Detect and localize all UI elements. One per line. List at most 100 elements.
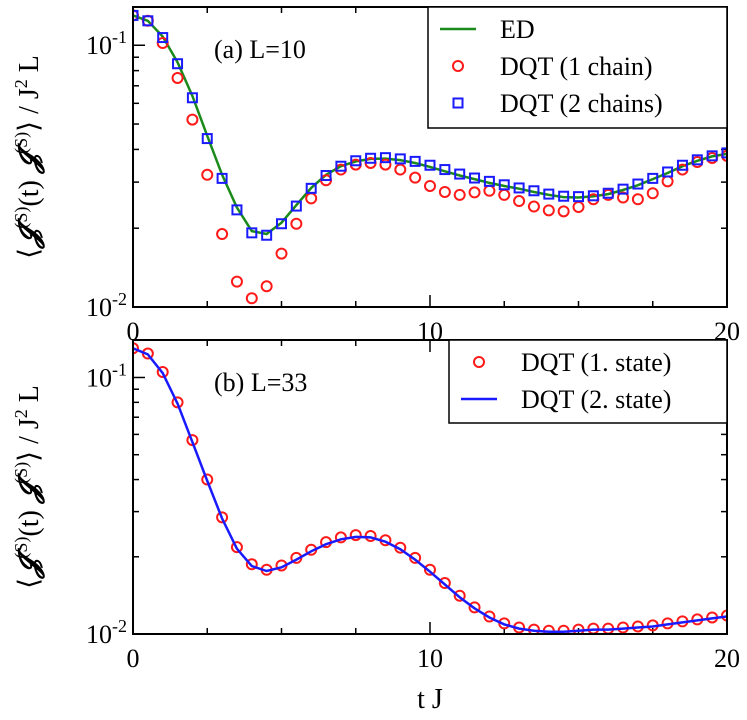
data-point — [156, 366, 169, 379]
data-point — [216, 511, 229, 524]
data-point — [513, 195, 526, 208]
data-point — [186, 113, 199, 126]
data-point — [349, 529, 362, 542]
data-point — [721, 609, 727, 622]
legend-symbol — [452, 60, 464, 72]
legend: DQT (1. state) DQT (2. state) — [448, 339, 728, 424]
legend-label: DQT (1. state) — [521, 348, 671, 377]
data-point — [572, 201, 585, 214]
data-point — [394, 163, 407, 176]
data-point — [290, 200, 302, 212]
x-tick-label: 0 — [127, 644, 140, 673]
data-point — [573, 191, 584, 203]
data-point — [201, 133, 213, 145]
legend: ED DQT (1 chain) DQT (2 chains) — [427, 6, 728, 129]
data-point — [469, 172, 481, 184]
legend-entry-dqt-2-state: DQT (2. state) — [461, 385, 671, 414]
data-point — [201, 473, 214, 486]
legend-label: DQT (2 chains) — [500, 89, 663, 118]
data-point — [133, 342, 139, 355]
legend-label: DQT (2. state) — [521, 385, 671, 414]
panel-label: (b) L=33 — [214, 368, 307, 397]
data-point — [246, 227, 258, 239]
data-point — [305, 182, 317, 194]
data-point — [186, 92, 198, 104]
data-point — [365, 152, 377, 164]
data-point — [483, 175, 495, 187]
data-point — [602, 187, 614, 199]
data-point — [335, 160, 347, 172]
data-point — [260, 280, 273, 293]
y-axis-title: ⟨𝓙(S)(t) 𝓙(S)⟩ / J2 L — [11, 385, 45, 589]
x-tick-label: 20 — [714, 644, 740, 673]
data-point — [498, 188, 511, 201]
data-point — [424, 159, 436, 171]
data-point — [394, 153, 406, 165]
data-point — [557, 205, 570, 218]
data-point — [230, 275, 243, 288]
data-point — [275, 247, 288, 260]
data-point — [454, 168, 466, 180]
data-point — [230, 541, 243, 554]
legend-box — [448, 339, 728, 424]
legend-symbol — [452, 97, 464, 109]
legend-symbol — [473, 356, 485, 368]
legend-label: DQT (1 chain) — [500, 52, 653, 81]
data-point — [133, 9, 139, 21]
data-point — [468, 601, 481, 614]
data-point — [453, 188, 466, 201]
data-point — [587, 190, 599, 202]
data-point — [661, 175, 674, 188]
data-point — [528, 185, 540, 197]
data-point — [543, 188, 555, 200]
y-tick-label: 10-1 — [86, 27, 127, 60]
data-point — [231, 204, 243, 216]
data-point — [201, 168, 214, 181]
data-point — [409, 155, 421, 167]
data-point — [483, 184, 496, 197]
data-point — [409, 171, 422, 184]
data-point — [142, 15, 154, 27]
plot-area — [133, 342, 727, 634]
data-point — [468, 186, 481, 199]
data-point — [172, 58, 184, 70]
data-point — [245, 292, 258, 305]
data-point — [379, 152, 391, 164]
data-point — [157, 32, 169, 44]
x-tick-label: 0 — [127, 317, 140, 346]
legend-label: ED — [500, 15, 535, 44]
data-point — [216, 172, 228, 184]
data-point — [290, 217, 303, 230]
data-point — [276, 218, 287, 230]
data-point — [261, 229, 273, 241]
y-axis-title: ⟨𝓙(S)(t) 𝓙(S)⟩ / J2 L — [11, 55, 45, 259]
data-point — [617, 183, 629, 195]
data-point — [617, 191, 630, 204]
x-axis-title: t J — [417, 684, 443, 715]
data-point — [647, 172, 659, 184]
data-point — [438, 577, 451, 590]
data-point — [409, 551, 422, 564]
data-point — [721, 147, 727, 159]
data-point — [171, 396, 184, 409]
data-point — [424, 179, 436, 192]
data-point — [453, 589, 466, 602]
data-point — [320, 169, 332, 181]
data-point — [483, 610, 496, 623]
legend-entry-dqt-1-state: DQT (1. state) — [473, 348, 671, 377]
y-tick-label: 10-1 — [86, 359, 127, 392]
data-point — [632, 178, 644, 190]
legend-entry-dqt-2-chains: DQT (2 chains) — [452, 89, 663, 118]
data-point — [706, 150, 718, 162]
y-tick-label: 10-2 — [86, 289, 127, 322]
x-tick-label: 10 — [417, 644, 443, 673]
data-point — [676, 159, 688, 171]
data-point — [424, 563, 436, 576]
data-point — [542, 204, 555, 217]
data-point — [245, 558, 258, 571]
data-point — [498, 179, 510, 191]
data-point — [513, 182, 525, 194]
